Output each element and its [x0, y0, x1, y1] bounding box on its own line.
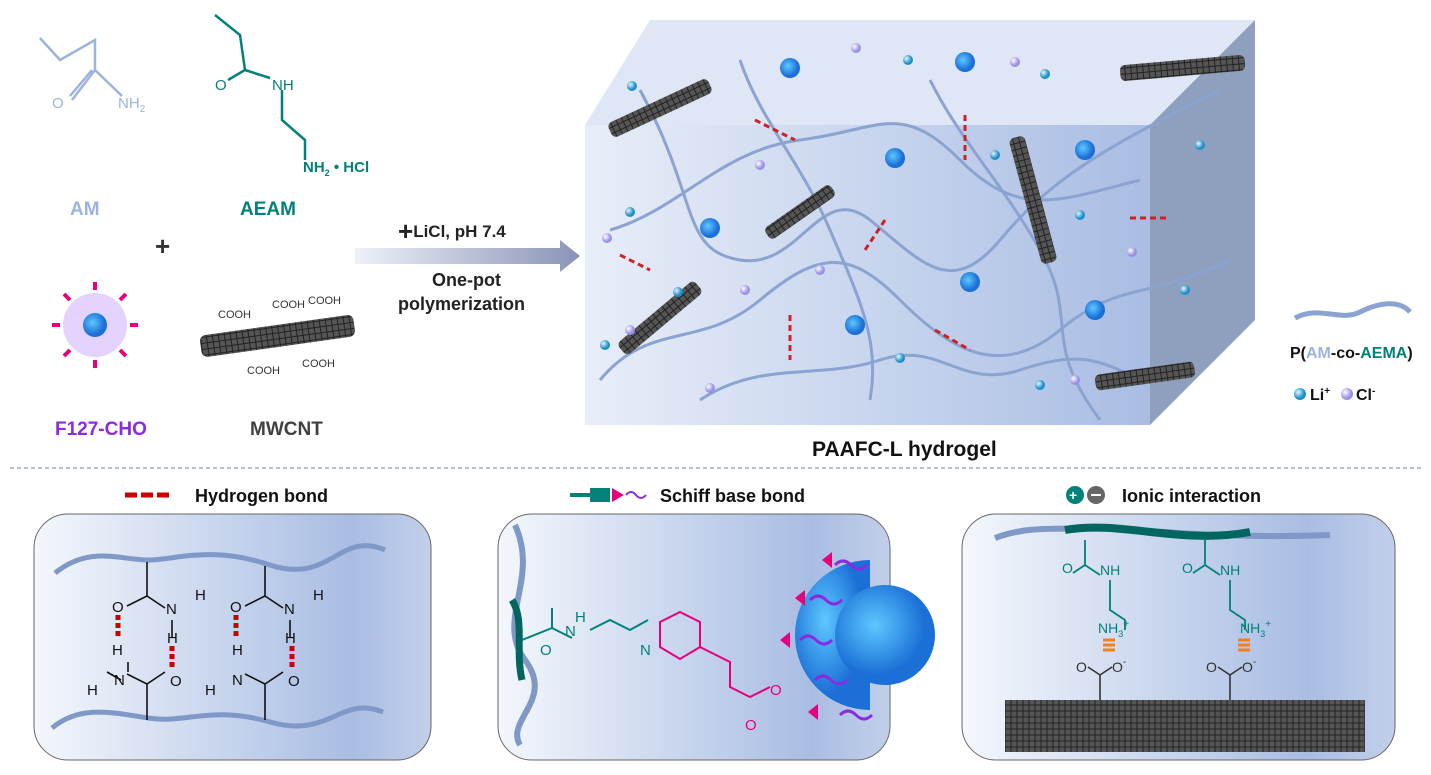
svg-text:O: O [112, 599, 124, 616]
legend-polymer: P(AM-co-AEMA) [1290, 345, 1413, 362]
svg-text:O: O [1206, 659, 1217, 675]
arrow-method-line2: polymerization [398, 294, 525, 314]
am-structure [39, 37, 123, 101]
svg-text:N: N [114, 672, 125, 689]
cooh-label: COOH [302, 358, 335, 370]
panel-schiff-base: O NH N O O [497, 513, 935, 761]
svg-text:O: O [288, 673, 300, 690]
svg-text:NH: NH [1220, 562, 1240, 578]
mwcnt-icon [199, 315, 355, 357]
svg-text:NH: NH [1100, 562, 1120, 578]
legend-cl: Cl- [1356, 386, 1375, 404]
legend-li: Li+ [1310, 386, 1330, 404]
svg-text:H: H [285, 630, 296, 647]
f127-micelle-icon [52, 282, 138, 368]
li-ion-icon [1294, 388, 1306, 400]
panel-hydrogen-bond-title: Hydrogen bond [195, 486, 328, 506]
arrow-condition: +LiCl, pH 7.4 [398, 216, 506, 246]
cl-ion-icon [1341, 388, 1353, 400]
svg-text:O: O [540, 642, 552, 659]
svg-text:O: O [1062, 560, 1073, 576]
am-oxygen: O [52, 95, 64, 112]
hydrogel-title: PAAFC-L hydrogel [812, 438, 997, 461]
svg-text:H: H [575, 609, 586, 626]
svg-text:H: H [112, 642, 123, 659]
svg-text:H: H [195, 587, 206, 604]
svg-text:O: O [1076, 659, 1087, 675]
svg-text:O-: O- [1112, 657, 1126, 675]
svg-text:N: N [640, 642, 651, 659]
hydrogel-network-box [585, 20, 1255, 425]
reaction-arrow [355, 240, 580, 272]
mwcnt-label: MWCNT [250, 419, 323, 440]
svg-text:N: N [166, 601, 177, 618]
aeam-label: AEAM [240, 199, 296, 220]
svg-text:NH2: NH2 [118, 95, 146, 115]
svg-text:H: H [205, 682, 216, 699]
svg-text:NH2 • HCl: NH2 • HCl [303, 159, 369, 178]
ionic-charges-icon: + [1066, 486, 1105, 504]
svg-text:N: N [565, 623, 576, 640]
svg-text:NH3+: NH3+ [1098, 619, 1129, 639]
svg-text:NH3+: NH3+ [1240, 619, 1271, 639]
plus-sign: + [155, 231, 170, 261]
svg-text:H: H [167, 630, 178, 647]
aeam-nh: NH [272, 77, 294, 94]
svg-text:N: N [284, 601, 295, 618]
panel-ionic-interaction: O NH O NH NH3+ NH3+ O O- O O- [961, 513, 1396, 761]
f127-label: F127-CHO [55, 419, 147, 440]
svg-text:O: O [230, 599, 242, 616]
svg-text:H: H [232, 642, 243, 659]
panel-ionic-title: Ionic interaction [1122, 486, 1261, 506]
panel-schiff-base-title: Schiff base bond [660, 486, 805, 506]
svg-text:O: O [745, 717, 757, 734]
svg-text:O: O [770, 682, 782, 699]
svg-text:H: H [313, 587, 324, 604]
nanotube-surface [1005, 700, 1365, 752]
aeam-oxygen: O [215, 77, 227, 94]
cooh-label: COOH [272, 299, 305, 311]
svg-text:O-: O- [1242, 657, 1256, 675]
aeam-structure [214, 14, 307, 160]
svg-text:O: O [170, 673, 182, 690]
svg-text:H: H [87, 682, 98, 699]
cooh-label: COOH [308, 295, 341, 307]
arrow-method-line1: One-pot [432, 270, 501, 290]
svg-text:O: O [1182, 560, 1193, 576]
schiff-base-icon [570, 488, 647, 502]
cooh-label: COOH [247, 365, 280, 377]
svg-text:N: N [232, 672, 243, 689]
polymer-chain-icon [1293, 301, 1412, 321]
cooh-label: COOH [218, 309, 251, 321]
am-nh2: NH [118, 95, 140, 112]
svg-text:+: + [1069, 487, 1077, 503]
am-label: AM [70, 199, 100, 220]
